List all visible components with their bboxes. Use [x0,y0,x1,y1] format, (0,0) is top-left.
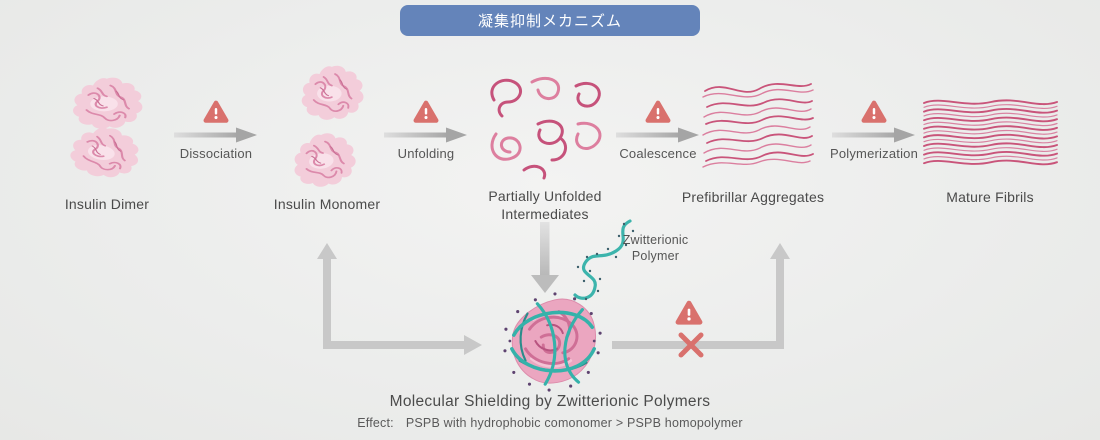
stage-label-mature-fibrils: Mature Fibrils [946,189,1034,205]
transition-label: Unfolding [397,146,455,161]
stage-label-insulin-dimer: Insulin Dimer [64,196,150,212]
effect-value: PSPB with hydrophobic comonomer > PSPB h… [405,416,743,430]
title-badge-label: 凝集抑制メカニズム [477,13,622,30]
stage-label-prefibrillar-aggregates: Prefibrillar Aggregates [681,189,825,205]
right-arrow-icon [174,127,257,143]
prefibrillar-aggregates-illustration [702,83,814,168]
title-badge: 凝集抑制メカニズム [400,5,700,36]
zwitterionic-polymer-illustration [573,219,635,301]
shielded-complex-illustration [503,292,602,392]
insulin-dimer-illustration [66,76,144,183]
down-arrow-icon [531,222,559,293]
transition-unfolding: Unfolding [371,100,481,161]
warning-icon [861,100,887,123]
right-arrow-icon [384,127,467,143]
right-arrow-icon [616,127,699,143]
transition-coalescence: Coalescence [603,100,713,161]
transition-polymerization: Polymerization [819,100,929,161]
shielding-title: Molecular Shielding by Zwitterionic Poly… [389,393,711,410]
transition-label: Dissociation [179,146,253,161]
recycle-to-monomer-arrow [317,243,482,355]
zwitterionic-polymer-label: Zwitterionic Polymer [622,233,689,264]
warning-icon [413,100,439,123]
stage-label-insulin-monomer: Insulin Monomer [273,196,381,212]
warning-icon [203,100,229,123]
warning-icon [645,100,671,123]
right-arrow-icon [832,127,915,143]
stage-label-partially-unfolded-intermediates: Partially Unfolded Intermediates [488,188,602,222]
effect-note: Effect: PSPB with hydrophobic comonomer >… [0,416,1100,430]
blocked-x-icon [678,332,704,358]
partially-unfolded-intermediates-illustration [490,76,602,180]
insulin-monomer-illustration [290,64,365,190]
transition-label: Polymerization [829,146,919,161]
mature-fibrils-illustration [923,99,1058,166]
transition-dissociation: Dissociation [161,100,271,161]
transition-label: Coalescence [619,146,697,161]
warning-icon [675,300,703,325]
effect-label: Effect: [357,416,394,430]
